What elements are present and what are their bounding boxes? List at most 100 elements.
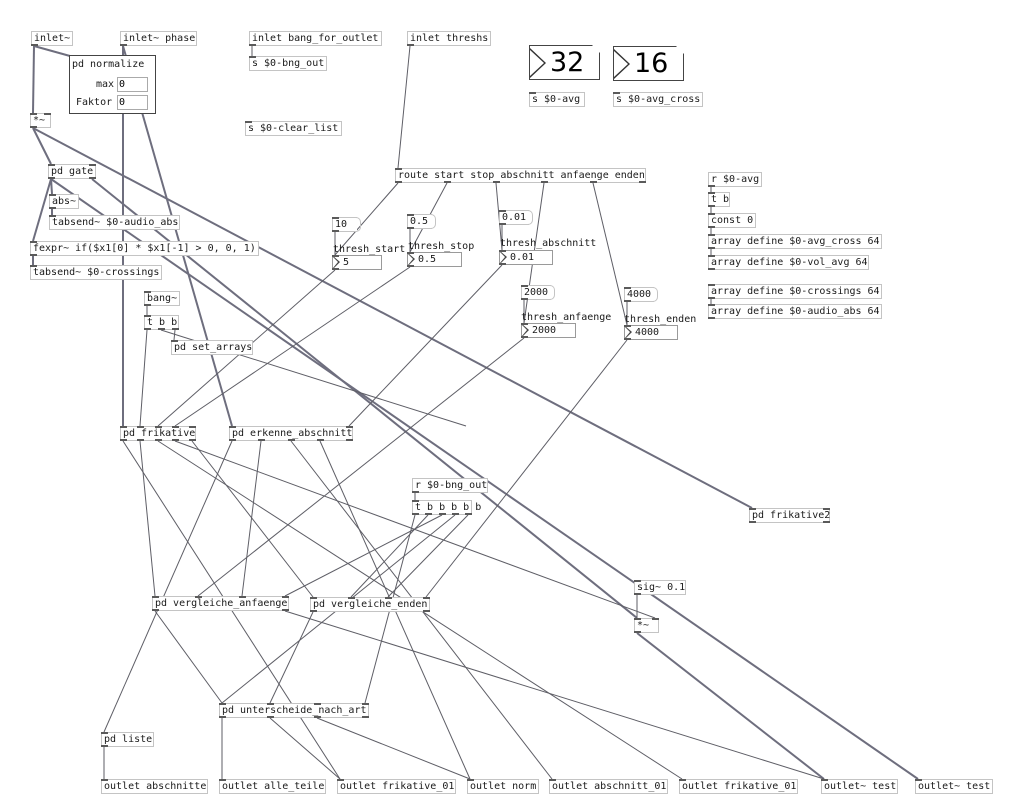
inlet-port[interactable] bbox=[219, 703, 226, 705]
outlet-port[interactable] bbox=[521, 336, 528, 338]
outlet-port[interactable] bbox=[267, 716, 274, 718]
outlet-port[interactable] bbox=[189, 439, 196, 441]
inlet-port[interactable] bbox=[101, 732, 108, 734]
inlet-port[interactable] bbox=[44, 113, 51, 115]
object-box-o-tbbbbb[interactable]: t b b b b b bbox=[412, 500, 481, 515]
outlet-port[interactable] bbox=[314, 716, 321, 718]
inlet-port[interactable] bbox=[195, 596, 202, 598]
message-box-m-05[interactable]: 0.5 bbox=[407, 214, 436, 229]
object-box-o-frikative[interactable]: pd frikative bbox=[120, 426, 196, 441]
inlet-port[interactable] bbox=[348, 597, 355, 599]
object-box-o-inlet-bang[interactable]: inlet bang_for_outlet bbox=[249, 31, 382, 46]
outlet-port[interactable] bbox=[634, 631, 641, 633]
signal-cord[interactable] bbox=[32, 127, 52, 165]
inlet-port[interactable] bbox=[267, 703, 274, 705]
outlet-port[interactable] bbox=[30, 254, 37, 256]
object-box-o-const[interactable]: const 0 bbox=[708, 213, 756, 228]
control-cord[interactable] bbox=[425, 339, 628, 598]
object-box-o-arr2[interactable]: array define $0-vol_avg 64 bbox=[708, 255, 869, 270]
inlet-port[interactable] bbox=[171, 340, 178, 342]
object-box-o-out-abschnitt01[interactable]: outlet abschnitt_01 bbox=[549, 779, 668, 794]
outlet-port[interactable] bbox=[48, 177, 55, 179]
outlet-port[interactable] bbox=[346, 439, 353, 441]
object-box-o-mul2[interactable]: *~ bbox=[634, 618, 659, 633]
object-box-o-r-bng-out[interactable]: r $0-bng_out bbox=[412, 478, 488, 493]
inlet-port[interactable] bbox=[229, 426, 236, 428]
inlet-port[interactable] bbox=[89, 164, 96, 166]
outlet-port[interactable] bbox=[49, 207, 56, 209]
number-box-n-anfaenge[interactable]: 2000 bbox=[521, 323, 576, 338]
outlet-port[interactable] bbox=[258, 439, 265, 441]
signal-cord[interactable] bbox=[50, 178, 53, 195]
inlet-port[interactable] bbox=[407, 252, 414, 254]
inlet-port[interactable] bbox=[101, 779, 108, 781]
number-box-n-abschnitt[interactable]: 0.01 bbox=[499, 250, 553, 265]
outlet-port[interactable] bbox=[499, 263, 506, 265]
object-box-o-bang[interactable]: bang~ bbox=[144, 291, 180, 306]
control-cord[interactable] bbox=[174, 266, 411, 427]
number-box-n-enden[interactable]: 4000 bbox=[624, 325, 678, 340]
outlet-port[interactable] bbox=[137, 439, 144, 441]
inlet-port[interactable] bbox=[708, 284, 715, 286]
control-cord[interactable] bbox=[139, 329, 148, 427]
inlet-port[interactable] bbox=[144, 291, 151, 293]
object-box-o-s-bng-out[interactable]: s $0-bng_out bbox=[249, 56, 327, 71]
inlet-port[interactable] bbox=[499, 210, 506, 212]
inlet-port[interactable] bbox=[823, 508, 830, 510]
control-cord[interactable] bbox=[348, 264, 503, 427]
outlet-port[interactable] bbox=[624, 338, 631, 340]
inlet-port[interactable] bbox=[219, 779, 226, 781]
outlet-port[interactable] bbox=[120, 44, 127, 46]
object-box-o-fexpr[interactable]: fexpr~ if($x1[0] * $x1[-1] > 0, 0, 1) bbox=[30, 241, 259, 256]
inlet-port[interactable] bbox=[30, 241, 37, 243]
control-cord[interactable] bbox=[387, 514, 469, 598]
control-cord[interactable] bbox=[592, 182, 628, 326]
control-cord[interactable] bbox=[269, 611, 314, 704]
normalize-subpatch[interactable]: pd normalize max 0 Faktor 0 bbox=[69, 55, 156, 114]
outlet-port[interactable] bbox=[634, 593, 641, 595]
object-box-o-vgl-end[interactable]: pd vergleiche_enden bbox=[310, 597, 430, 612]
object-box-o-s-clear[interactable]: s $0-clear_list bbox=[245, 121, 342, 136]
object-box-o-vgl-anf[interactable]: pd vergleiche_anfaenge bbox=[152, 596, 289, 611]
outlet-port[interactable] bbox=[624, 300, 631, 302]
inlet-port[interactable] bbox=[245, 121, 252, 123]
outlet-port[interactable] bbox=[219, 716, 226, 718]
avg-number-display[interactable]: 32 bbox=[529, 45, 600, 80]
inlet-port[interactable] bbox=[332, 255, 339, 257]
inlet-port[interactable] bbox=[155, 426, 162, 428]
inlet-port[interactable] bbox=[30, 265, 37, 267]
inlet-port[interactable] bbox=[49, 194, 56, 196]
inlet-port[interactable] bbox=[624, 287, 631, 289]
object-box-o-arr3[interactable]: array define $0-crossings 64 bbox=[708, 284, 882, 299]
inlet-port[interactable] bbox=[708, 304, 715, 306]
signal-cord[interactable] bbox=[32, 178, 52, 242]
outlet-port[interactable] bbox=[407, 227, 414, 229]
outlet-port[interactable] bbox=[452, 513, 459, 515]
outlet-port[interactable] bbox=[465, 513, 472, 515]
inlet-port[interactable] bbox=[708, 192, 715, 194]
object-box-o-set-arrays[interactable]: pd set_arrays bbox=[171, 340, 253, 355]
inlet-port[interactable] bbox=[310, 597, 317, 599]
outlet-port[interactable] bbox=[499, 223, 506, 225]
outlet-port[interactable] bbox=[172, 328, 179, 330]
inlet-port[interactable] bbox=[708, 234, 715, 236]
inlet-port[interactable] bbox=[346, 426, 353, 428]
object-box-o-arr4[interactable]: array define $0-audio_abs 64 bbox=[708, 304, 882, 319]
outlet-port[interactable] bbox=[310, 610, 317, 612]
inlet-port[interactable] bbox=[708, 213, 715, 215]
inlet-port[interactable] bbox=[634, 618, 641, 620]
outlet-port[interactable] bbox=[425, 513, 432, 515]
outlet-port[interactable] bbox=[708, 297, 715, 299]
outlet-port[interactable] bbox=[89, 177, 96, 179]
object-box-o-out-test2[interactable]: outlet~ test bbox=[915, 779, 993, 794]
object-box-o-tb1[interactable]: t b bbox=[708, 192, 730, 207]
control-cord[interactable] bbox=[284, 514, 443, 597]
inlet-port[interactable] bbox=[282, 596, 289, 598]
outlet-port[interactable] bbox=[541, 181, 548, 183]
max-number-field[interactable]: 0 bbox=[117, 77, 148, 92]
inlet-port[interactable] bbox=[634, 580, 641, 582]
avg-cross-number-display[interactable]: 16 bbox=[613, 46, 684, 81]
outlet-port[interactable] bbox=[823, 521, 830, 523]
message-box-m-10[interactable]: 10 bbox=[332, 217, 361, 232]
signal-cord[interactable] bbox=[636, 632, 825, 780]
